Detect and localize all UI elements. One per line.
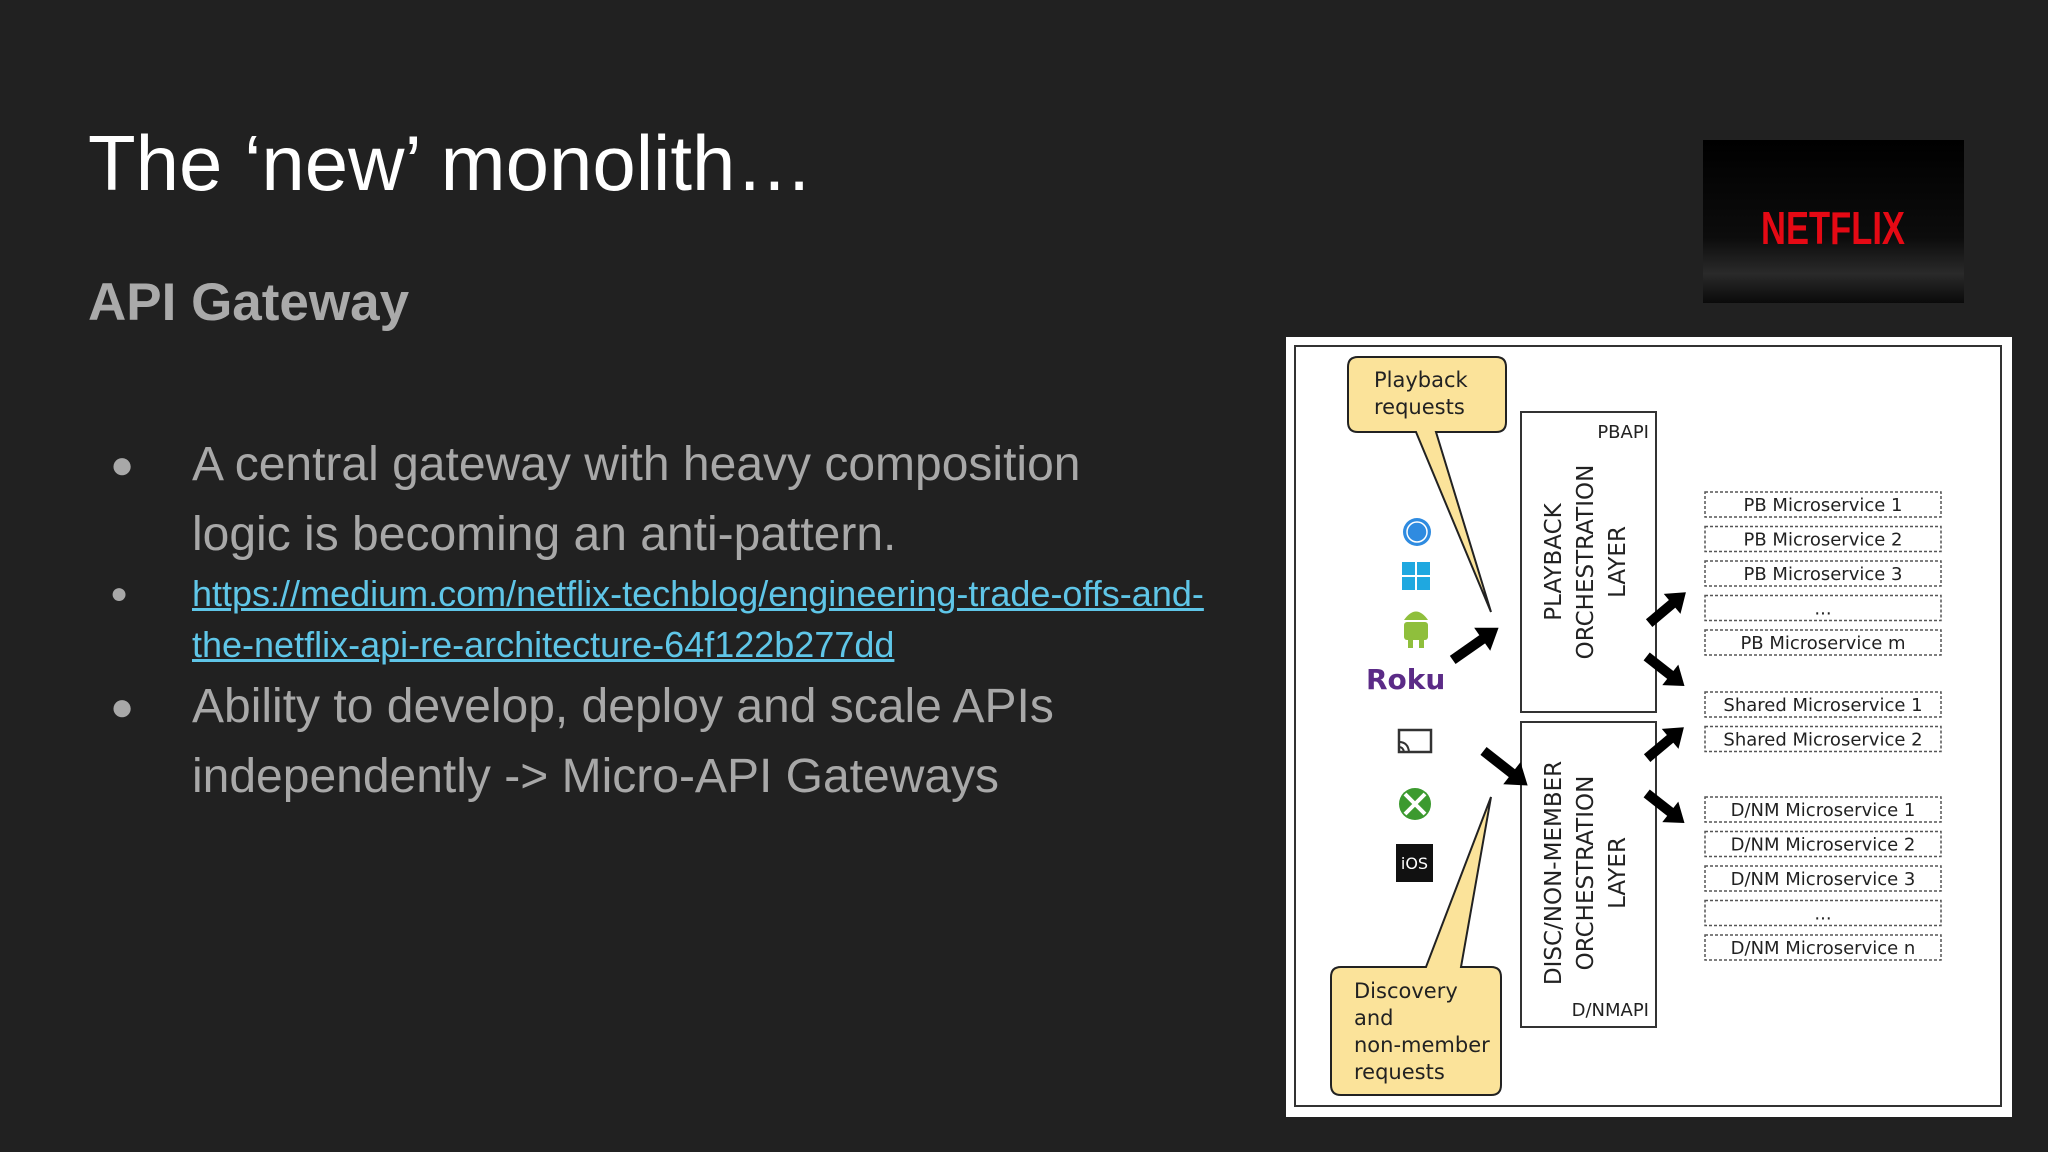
callout-text: Discovery (1354, 979, 1458, 1003)
microservice-box (1704, 560, 1942, 587)
microservice-box (1704, 865, 1942, 892)
layer-text: LAYER (1605, 526, 1631, 598)
layer-text: ORCHESTRATION (1573, 776, 1599, 971)
dnmapi-label: D/NMAPI (1572, 1000, 1649, 1021)
callout-text: and (1354, 1006, 1394, 1030)
architecture-diagram: Playback requests Discovery and non-memb… (1286, 337, 2012, 1117)
microservice-list: PB Microservice 1 PB Microservice 2 PB Mic… (1704, 491, 1942, 961)
slide-title: The ‘new’ monolith… (88, 119, 814, 207)
microservice-label: D/NM Microservice 2 (1731, 835, 1916, 856)
bullet-item: ● A central gateway with heavy compositi… (110, 430, 1260, 570)
callout-text: non-member (1354, 1033, 1490, 1057)
playback-orchestration-layer: PBAPI PLAYBACK ORCHESTRATION LAYER (1520, 411, 1657, 713)
callout-text: requests (1354, 1060, 1445, 1084)
arrow-icon (1480, 747, 1528, 786)
diagram-frame (1294, 345, 2002, 1107)
microservice-label: D/NM Microservice 3 (1731, 869, 1916, 890)
microservice-box (1704, 796, 1942, 823)
microservice-label: D/NM Microservice n (1731, 938, 1916, 959)
netflix-logo: NETFLIX (1703, 140, 1964, 303)
microservice-box (1704, 934, 1942, 961)
arrow-icon (1449, 627, 1499, 665)
bullet-text-line: Ability to develop, deploy and scale API… (192, 680, 1054, 733)
microservice-box (1704, 594, 1942, 622)
microservice-box (1704, 725, 1942, 753)
microservice-label: PB Microservice 3 (1743, 564, 1902, 585)
slide-subtitle: API Gateway (88, 273, 410, 332)
microservice-box (1704, 830, 1942, 858)
microservice-box (1704, 491, 1942, 518)
layer-text: PLAYBACK (1541, 502, 1567, 620)
bullet-dot-icon: ● (110, 443, 135, 487)
microservice-label: D/NM Microservice 1 (1731, 800, 1916, 821)
cast-icon (1397, 728, 1433, 754)
roku-logo: Roku (1366, 663, 1445, 696)
microservice-box (1704, 899, 1942, 927)
bullet-text-line: A central gateway with heavy composition (192, 438, 1081, 491)
link-text-line: https://medium.com/netflix-techblog/engi… (192, 573, 1204, 614)
microservice-label: PB Microservice 2 (1743, 530, 1902, 551)
ios-label: iOS (1401, 854, 1428, 873)
link-text-line: the-netflix-api-re-architecture-64f122b2… (192, 624, 895, 665)
bullet-text-line: logic is becoming an anti-pattern. (192, 508, 897, 561)
microservice-box (1704, 691, 1942, 718)
arrow-icon (1645, 592, 1686, 627)
bullet-list: ● A central gateway with heavy compositi… (110, 430, 1260, 812)
pbapi-label: PBAPI (1597, 422, 1649, 443)
layer-text: DISC/NON-MEMBER (1541, 761, 1567, 985)
callout-text: Playback (1374, 368, 1469, 392)
bullet-dot-icon: ● (110, 685, 135, 729)
discovery-callout: Discovery and non-member requests (1330, 796, 1502, 1096)
microservice-label: PB Microservice m (1740, 633, 1905, 654)
xbox-icon (1399, 788, 1431, 820)
discovery-orchestration-layer: D/NMAPI DISC/NON-MEMBER ORCHESTRATION LA… (1520, 721, 1657, 1028)
ios-icon: iOS (1396, 844, 1433, 882)
microservice-label: ... (1814, 599, 1831, 620)
article-link[interactable]: https://medium.com/netflix-techblog/engi… (192, 573, 1204, 665)
arrow-icon (1643, 727, 1684, 762)
microservice-label: PB Microservice 1 (1743, 495, 1902, 516)
netflix-logo-text: NETFLIX (1761, 202, 1905, 254)
microservice-label: Shared Microservice 2 (1723, 730, 1922, 751)
layer-text: ORCHESTRATION (1573, 465, 1599, 660)
callout-text: requests (1374, 395, 1465, 419)
microservice-label: ... (1814, 904, 1831, 925)
microservice-box (1704, 525, 1942, 553)
flow-arrows (1449, 592, 1686, 824)
bullet-text-line: independently -> Micro-API Gateways (192, 750, 1000, 803)
bullet-item: ● https://medium.com/netflix-techblog/en… (110, 568, 1260, 670)
microservice-label: Shared Microservice 1 (1723, 695, 1922, 716)
layer-text: LAYER (1605, 837, 1631, 909)
bullet-dot-icon: ● (110, 577, 129, 610)
windows-icon (1402, 562, 1430, 590)
microservice-box (1704, 629, 1942, 656)
arrow-icon (1643, 789, 1685, 824)
android-icon (1404, 611, 1428, 648)
bullet-item: ● Ability to develop, deploy and scale A… (110, 672, 1260, 812)
safari-icon (1403, 518, 1431, 546)
playback-callout: Playback requests (1347, 356, 1507, 613)
arrow-icon (1643, 652, 1685, 687)
